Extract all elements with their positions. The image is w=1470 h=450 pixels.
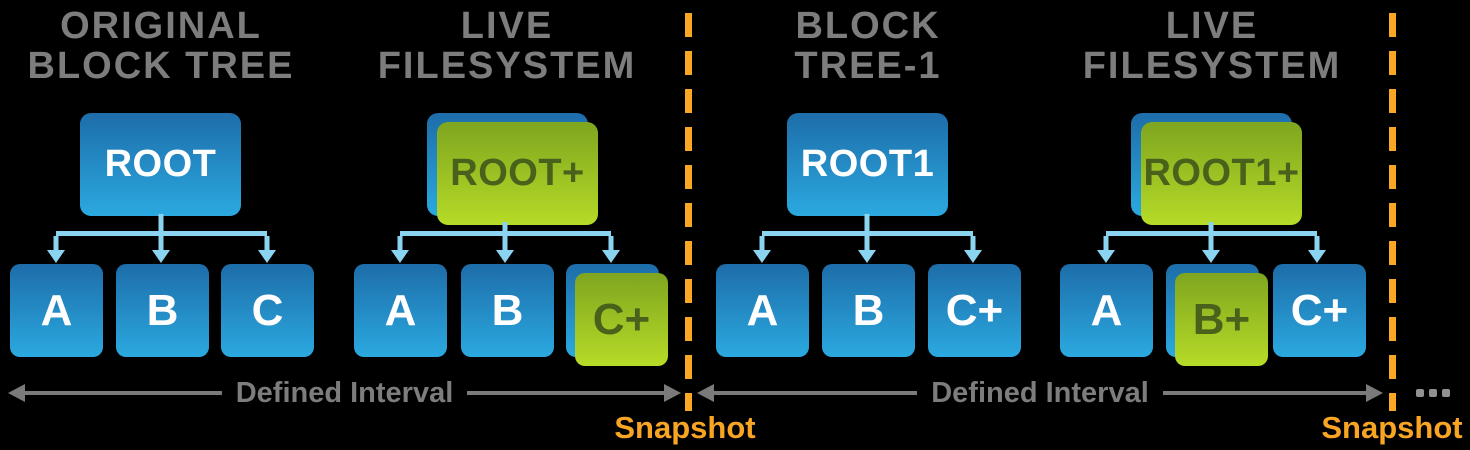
arrow-left-head-icon <box>8 384 25 402</box>
defined-interval-label: Defined Interval <box>931 376 1149 409</box>
panel-title-line1: LIVE <box>460 5 554 47</box>
panel-title-line1: ORIGINAL <box>60 5 262 47</box>
ellipsis-icon <box>1416 389 1450 397</box>
defined-interval-arrow-2: Defined Interval <box>697 376 1383 409</box>
snapshot-label-1: Snapshot <box>614 410 756 445</box>
arrow-left-head-icon <box>697 384 714 402</box>
block-b-plus: B+ <box>1175 273 1268 366</box>
block-a: A <box>1060 264 1153 357</box>
block-b: B <box>822 264 915 357</box>
block-b: B <box>116 264 209 357</box>
panel-title: LIVE FILESYSTEM <box>378 6 637 86</box>
block-a: A <box>354 264 447 357</box>
block-b: B <box>461 264 554 357</box>
panel-title: ORIGINAL BLOCK TREE <box>28 6 295 86</box>
snapshot-label-2: Snapshot <box>1321 410 1463 445</box>
root-block: ROOT <box>80 113 241 216</box>
defined-interval-arrow-1: Defined Interval <box>8 376 681 409</box>
defined-interval-label: Defined Interval <box>235 376 454 409</box>
panel-title-line1: BLOCK <box>795 5 941 47</box>
tree-connector-icon <box>1097 222 1326 263</box>
arrow-right-head-icon <box>664 384 681 402</box>
panel-title-line2: TREE-1 <box>794 45 942 87</box>
block-c-plus: C+ <box>928 264 1021 357</box>
snapshot-boundary-line-2 <box>1389 13 1396 411</box>
root-plus-block: ROOT+ <box>437 122 598 225</box>
arrow-line <box>467 391 664 395</box>
panel-title: BLOCK TREE-1 <box>794 6 941 86</box>
panel-title: LIVE FILESYSTEM <box>1083 6 1342 86</box>
block-a: A <box>10 264 103 357</box>
arrow-line <box>25 391 222 395</box>
block-a: A <box>716 264 809 357</box>
block-c: C <box>221 264 314 357</box>
arrow-right-head-icon <box>1366 384 1383 402</box>
block-c-plus: C+ <box>575 273 668 366</box>
panel-title-line1: LIVE <box>1165 5 1259 47</box>
arrow-line <box>1162 391 1366 395</box>
root1-plus-block: ROOT1+ <box>1141 122 1302 225</box>
tree-connector-icon <box>47 214 276 263</box>
tree-connector-icon <box>753 214 982 263</box>
arrow-line <box>714 391 918 395</box>
tree-connector-icon <box>391 222 620 263</box>
snapshot-boundary-line-1 <box>685 13 692 411</box>
root1-block: ROOT1 <box>787 113 948 216</box>
block-c-plus: C+ <box>1273 264 1366 357</box>
panel-title-line2: FILESYSTEM <box>1082 45 1342 87</box>
panel-title-line2: BLOCK TREE <box>27 45 295 87</box>
panel-title-line2: FILESYSTEM <box>377 45 637 87</box>
